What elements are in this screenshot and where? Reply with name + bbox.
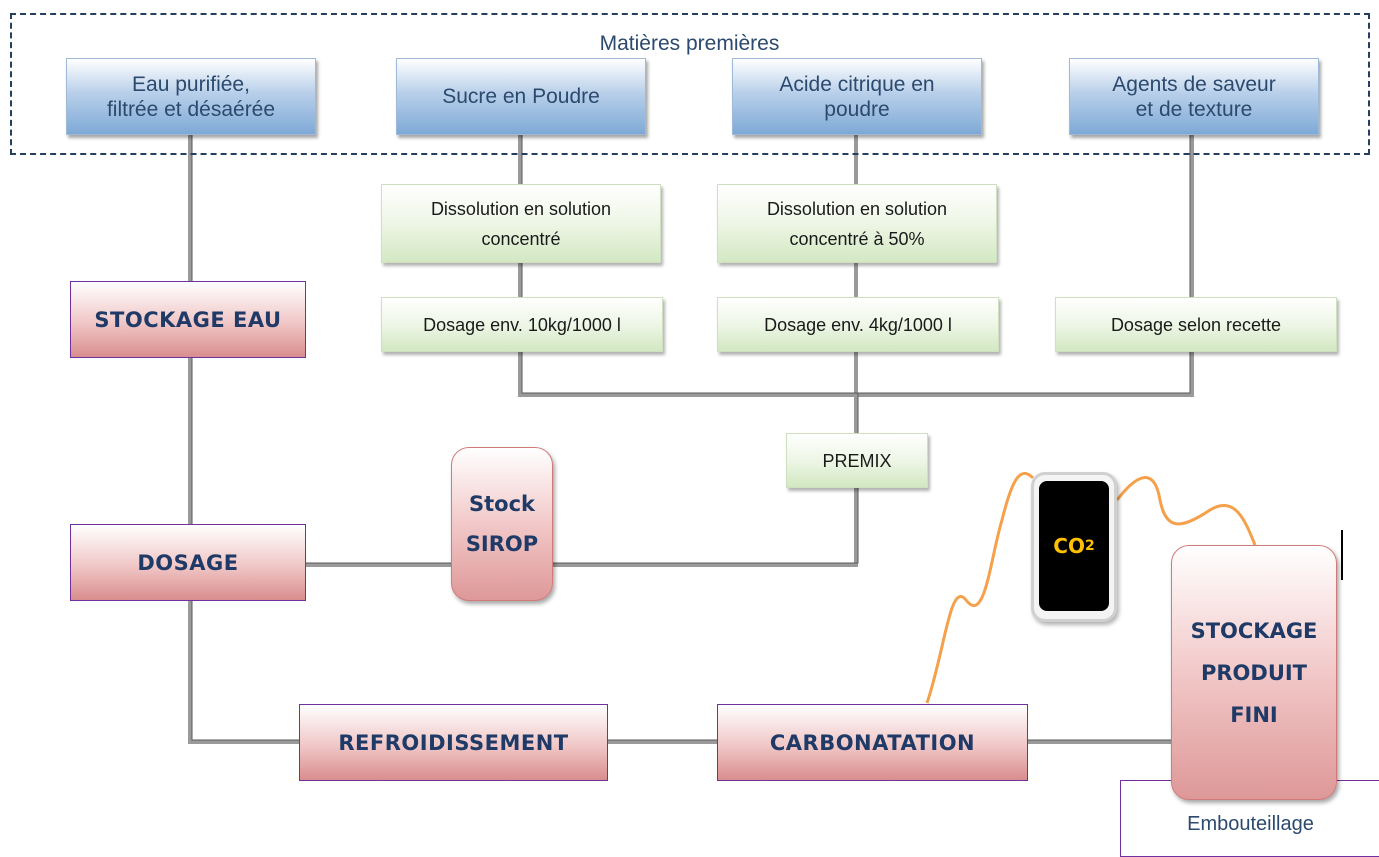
text-cursor bbox=[1341, 530, 1343, 580]
raw-flavor-box: Agents de saveur et de texture bbox=[1069, 58, 1319, 135]
dosing-sugar-box: Dosage env. 10kg/1000 l bbox=[381, 297, 663, 352]
co2-hose bbox=[925, 471, 1035, 704]
line-water-trunk bbox=[188, 133, 302, 744]
frame-title: Matières premières bbox=[599, 32, 780, 55]
stock-sirop-box: Stock SIROP bbox=[451, 447, 553, 601]
carbonatation-box: CARBONATATION bbox=[717, 704, 1028, 781]
dissolution-sugar-box: Dissolution en solution concentré bbox=[381, 184, 661, 263]
raw-materials-frame bbox=[10, 13, 1370, 155]
embouteillage-label: Embouteillage bbox=[1187, 813, 1314, 835]
dosing-acid-box: Dosage env. 4kg/1000 l bbox=[717, 297, 999, 352]
raw-water-box: Eau purifiée, filtrée et désaérée bbox=[66, 58, 316, 135]
dosage-box: DOSAGE bbox=[70, 524, 306, 601]
dissolution-acid-box: Dissolution en solution concentré à 50% bbox=[717, 184, 997, 263]
premix-box: PREMIX bbox=[786, 433, 928, 488]
dosing-flavor-box: Dosage selon recette bbox=[1055, 297, 1337, 352]
stockage-eau-box: STOCKAGE EAU bbox=[70, 281, 306, 358]
raw-sugar-box: Sucre en Poudre bbox=[396, 58, 646, 135]
raw-acid-box: Acide citrique en poudre bbox=[732, 58, 982, 135]
stockage-produit-fini-box: STOCKAGE PRODUIT FINI bbox=[1171, 545, 1337, 800]
refroidissement-box: REFROIDISSEMENT bbox=[299, 704, 608, 781]
co2-hose-out bbox=[1115, 476, 1257, 546]
